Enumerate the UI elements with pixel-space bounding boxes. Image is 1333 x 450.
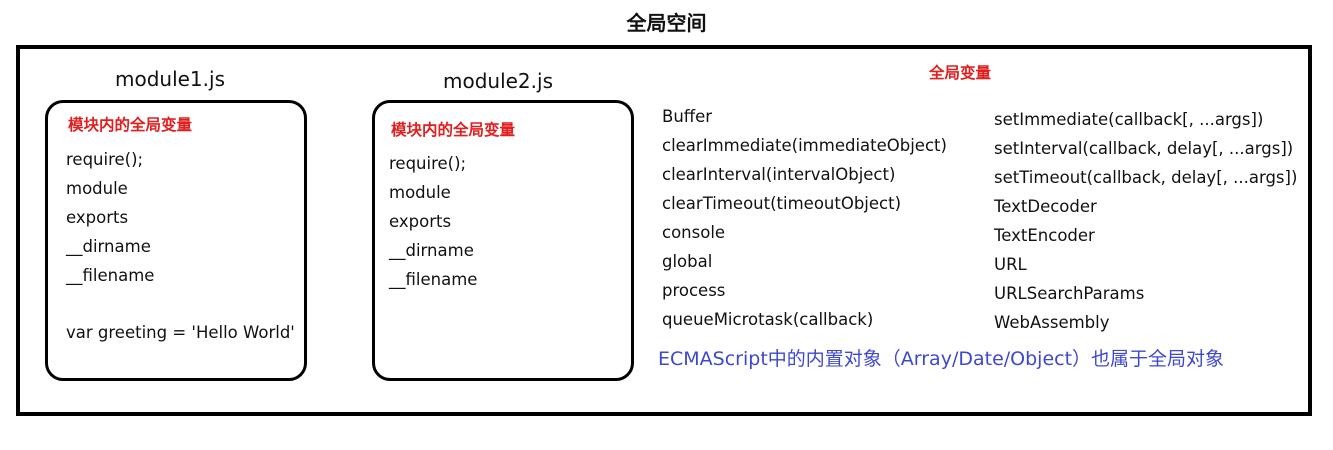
- list-item: Buffer: [662, 107, 713, 126]
- list-item: global: [662, 252, 713, 271]
- list-item: exports: [389, 212, 452, 231]
- list-item: TextEncoder: [994, 226, 1095, 245]
- module2-heading: 模块内的全局变量: [391, 121, 516, 139]
- module1-box: 模块内的全局变量 require(); module exports __dir…: [45, 100, 307, 381]
- diagram-title: 全局空间: [626, 11, 707, 35]
- list-item: __dirname: [66, 237, 151, 256]
- list-item: clearInterval(intervalObject): [662, 165, 896, 184]
- list-item: URL: [994, 255, 1027, 274]
- builtin-objects-note: ECMAScript中的内置对象（Array/Date/Object）也属于全局…: [658, 348, 1225, 370]
- module1-title: module1.js: [114, 67, 225, 91]
- list-item: __filename: [66, 266, 155, 285]
- list-item: require();: [389, 154, 467, 173]
- list-item: exports: [66, 208, 129, 227]
- module2-box: 模块内的全局变量 require(); module exports __dir…: [372, 100, 634, 381]
- list-item: require();: [66, 150, 144, 169]
- list-item: console: [662, 223, 726, 242]
- list-item: module: [389, 183, 451, 202]
- module1-heading: 模块内的全局变量: [68, 116, 193, 134]
- list-item: setImmediate(callback[, ...args]): [994, 110, 1264, 129]
- list-item: __filename: [389, 270, 478, 289]
- module1-variable-list: require(); module exports __dirname __fi…: [66, 145, 154, 290]
- global-space-frame: [16, 45, 1312, 416]
- globals-heading: 全局变量: [928, 64, 991, 82]
- list-item: setInterval(callback, delay[, ...args]): [994, 139, 1294, 158]
- list-item: setTimeout(callback, delay[, ...args]): [994, 168, 1298, 187]
- list-item: TextDecoder: [994, 197, 1097, 216]
- list-item: WebAssembly: [994, 313, 1110, 332]
- module1-greeting-code: var greeting = 'Hello World': [66, 323, 295, 342]
- list-item: module: [66, 179, 128, 198]
- list-item: queueMicrotask(callback): [662, 310, 874, 329]
- list-item: clearTimeout(timeoutObject): [662, 194, 902, 213]
- globals-left-column: Buffer clearImmediate(immediateObject) c…: [662, 102, 947, 334]
- module2-variable-list: require(); module exports __dirname __fi…: [389, 149, 477, 294]
- globals-right-column: setImmediate(callback[, ...args]) setInt…: [994, 105, 1297, 337]
- list-item: __dirname: [389, 241, 474, 260]
- module2-title: module2.js: [442, 69, 553, 93]
- list-item: process: [662, 281, 726, 300]
- list-item: URLSearchParams: [994, 284, 1145, 303]
- list-item: clearImmediate(immediateObject): [662, 136, 947, 155]
